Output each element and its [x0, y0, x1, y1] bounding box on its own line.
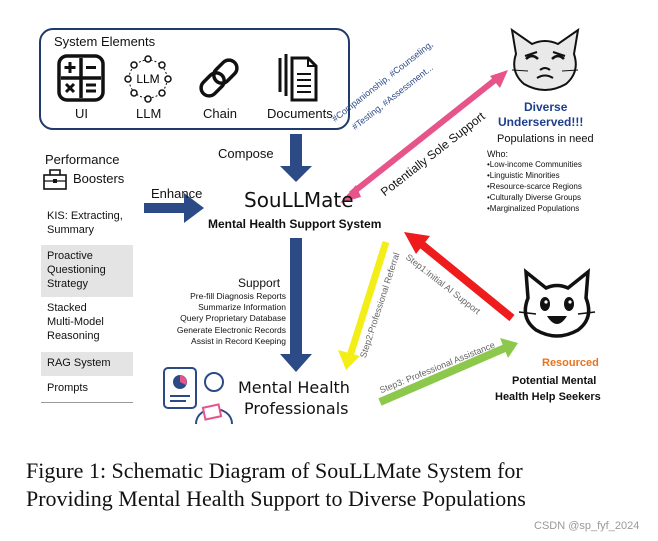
booster-item-label: KIS: Extracting, [47, 210, 123, 222]
resourced-line1: Resourced [542, 357, 599, 369]
ui-label: UI [75, 106, 88, 121]
yellow-arrow-shaft [346, 240, 390, 358]
who-item: •Culturally Diverse Groups [487, 193, 581, 202]
who-item: •Low-income Communities [487, 160, 582, 169]
red-arrow-head [404, 232, 430, 254]
pink-arrow-shaft [349, 77, 497, 197]
caption-line1: Figure 1: Schematic Diagram of SouLLMate… [26, 458, 523, 483]
caption-line2: Providing Mental Health Support to Diver… [26, 486, 526, 511]
center-subtitle: Mental Health Support System [208, 217, 382, 231]
booster-item-stacked: Stacked Multi-Model Reasoning [41, 297, 133, 349]
who-item: •Marginalized Populations [487, 204, 580, 213]
booster-item-label: Strategy [47, 278, 88, 290]
compose-label: Compose [218, 146, 274, 161]
booster-item-label: Proactive [47, 250, 93, 262]
support-title: Support [238, 276, 281, 290]
booster-item-prompts: Prompts [41, 377, 133, 401]
figure-caption: Figure 1: Schematic Diagram of SouLLMate… [26, 457, 526, 513]
happy-cat-icon [518, 268, 596, 338]
chain-label: Chain [203, 106, 237, 121]
booster-item-label: Multi-Model [47, 316, 104, 328]
green-arrow-shaft [378, 344, 507, 406]
support-item: Query Proprietary Database [180, 313, 286, 324]
support-item: Pre-fill Diagnosis Reports [190, 291, 286, 301]
booster-item-label: Prompts [47, 382, 88, 394]
documents-label: Documents [267, 106, 333, 121]
enhance-label: Enhance [151, 186, 203, 201]
diverse-line1: Diverse [524, 100, 568, 114]
pink-arrow-head [490, 70, 508, 88]
chain-link-icon [199, 58, 239, 98]
doctor-chart-icon [163, 367, 233, 425]
resourced-line3: Health Help Seekers [495, 391, 601, 403]
green-arrow-head [500, 338, 518, 358]
booster-item-label: Summary [47, 224, 95, 236]
booster-item-label: Questioning [47, 264, 106, 276]
resourced-line2: Potential Mental [512, 375, 597, 387]
who-label: Who: [487, 149, 509, 159]
documents-icon [278, 54, 318, 102]
yellow-arrow-head [338, 350, 360, 370]
sad-cat-icon [510, 27, 580, 91]
compose-arrow [280, 134, 312, 182]
support-item: Summarize Information [198, 302, 286, 313]
support-item: Generate Electronic Records [176, 324, 286, 335]
center-title: SouLLMate [244, 188, 354, 212]
booster-item-rag: RAG System [41, 352, 133, 376]
llm-network-icon: LLM [124, 55, 172, 103]
pink-arrow-tail [340, 185, 361, 203]
who-item: •Resource-scarce Regions [487, 182, 582, 191]
professionals-line1: Mental Health [238, 378, 350, 397]
llm-label: LLM [136, 106, 162, 121]
calculator-icon [57, 54, 105, 102]
enhance-arrow [144, 193, 204, 223]
boosters-title-line2: Boosters [73, 171, 125, 186]
toolbox-icon [43, 169, 67, 190]
support-arrow [280, 238, 312, 372]
professionals-line2: Professionals [244, 399, 349, 418]
booster-item-label: Stacked [47, 302, 87, 314]
support-item: Assist in Record Keeping [191, 335, 286, 346]
booster-item-label: Reasoning [47, 330, 100, 342]
diverse-line3: Populations in need [497, 133, 594, 145]
who-item: •Linguistic Minorities [487, 171, 560, 180]
booster-item-kis: KIS: Extracting, Summary [41, 205, 133, 245]
who-list: •Low-income Communities •Linguistic Mino… [487, 159, 582, 214]
support-list: Pre-fill Diagnosis Reports Summarize Inf… [160, 291, 286, 347]
llm-icon-text: LLM [136, 72, 159, 86]
diverse-line2: Underserved!!! [498, 115, 584, 129]
red-arrow-shaft [417, 239, 515, 322]
system-elements-title: System Elements [54, 34, 156, 49]
system-elements-box [39, 28, 350, 130]
watermark: CSDN @sp_fyf_2024 [534, 520, 640, 532]
booster-divider [41, 402, 133, 403]
booster-item-proactive: Proactive Questioning Strategy [41, 245, 133, 297]
booster-item-label: RAG System [47, 357, 111, 369]
boosters-title-line1: Performance [45, 152, 120, 167]
